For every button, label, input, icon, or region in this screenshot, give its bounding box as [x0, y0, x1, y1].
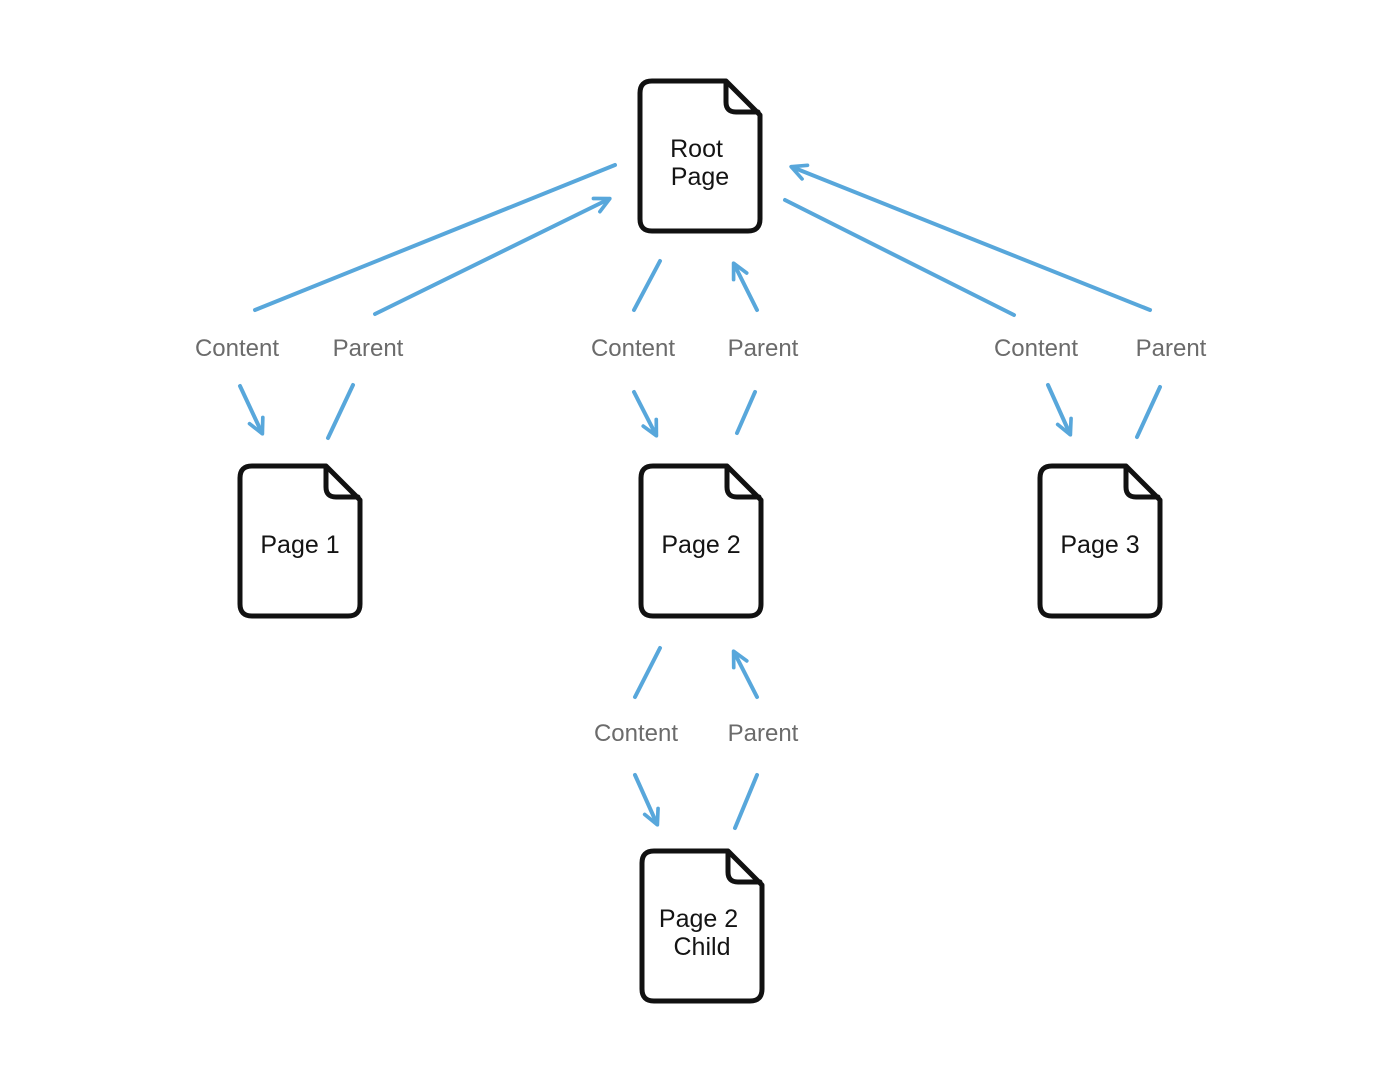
- parent-label: Parent: [728, 720, 799, 747]
- content-link-line: [783, 198, 1016, 317]
- node-page-1: Page 1: [240, 466, 360, 616]
- node-page-2-child: Page 2 Child: [642, 851, 762, 1001]
- content-link-arrow: [1046, 383, 1073, 437]
- node-label: Page 1: [260, 531, 339, 559]
- content-label: Content: [994, 335, 1078, 362]
- node-page-2: Page 2: [641, 466, 761, 616]
- link-page2-page2child: Content Parent: [594, 646, 799, 830]
- parent-label: Parent: [728, 335, 799, 362]
- link-root-page3: Content Parent: [783, 163, 1207, 439]
- node-label: Page 2 Child: [659, 905, 745, 961]
- parent-label: Parent: [333, 335, 404, 362]
- content-link-line: [253, 163, 617, 312]
- content-label: Content: [195, 335, 279, 362]
- parent-link-line: [733, 773, 759, 830]
- content-link-line: [633, 646, 662, 699]
- parent-link-line: [326, 383, 355, 440]
- content-link-line: [632, 259, 662, 312]
- node-label: Root Page: [670, 135, 730, 191]
- parent-link-arrow: [731, 649, 759, 699]
- content-label: Content: [594, 720, 678, 747]
- node-label: Page 3: [1060, 531, 1139, 559]
- parent-link-line: [1135, 385, 1162, 439]
- parent-label: Parent: [1136, 335, 1207, 362]
- link-root-page1: Content Parent: [195, 163, 617, 440]
- parent-link-arrow: [731, 261, 759, 312]
- node-label: Page 2: [661, 531, 740, 559]
- parent-link-arrow: [789, 163, 1152, 312]
- content-link-arrow: [633, 773, 660, 827]
- parent-link-line: [735, 390, 757, 435]
- content-link-arrow: [632, 390, 659, 438]
- node-page-3: Page 3: [1040, 466, 1160, 616]
- node-root-page: Root Page: [640, 81, 760, 231]
- content-label: Content: [591, 335, 675, 362]
- parent-link-arrow: [373, 196, 612, 316]
- link-root-page2: Content Parent: [591, 259, 799, 438]
- content-link-arrow: [238, 384, 265, 436]
